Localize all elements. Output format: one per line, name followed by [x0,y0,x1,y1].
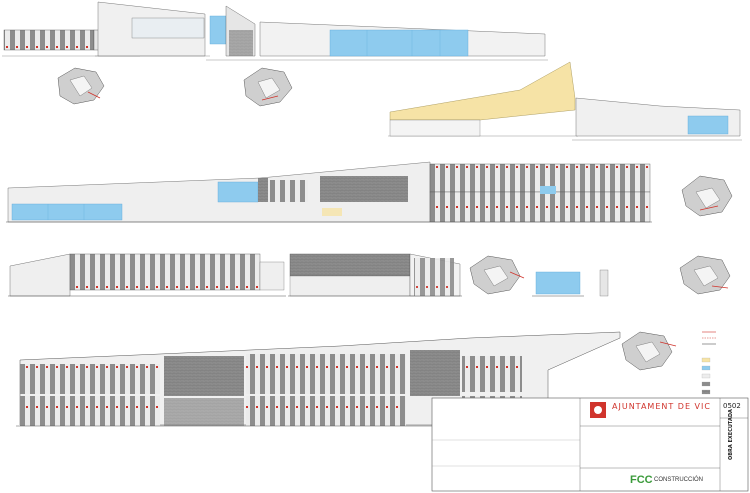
elevation-row-3 [8,253,609,297]
client-name: AJUNTAMENT DE VIC [612,402,711,411]
perspective-key-4 [469,255,525,295]
title-block [431,397,749,492]
drawing-number: 0502 [723,402,741,410]
perspective-key-3 [681,175,733,217]
elevation-row-1 [2,1,548,61]
perspective-key-1 [57,67,105,105]
perspective-key-2 [243,67,293,107]
perspective-key-6 [621,331,677,371]
perspective-key-5 [679,255,731,295]
contractor-brand: FCC [630,474,653,486]
roof-elevation [388,61,742,141]
execution-stamp: OBRA EXECUTADA [728,409,734,460]
elevation-row-4 [16,331,621,427]
legend [701,331,716,395]
contractor-word: CONSTRUCCIÓN [654,477,703,483]
elevation-row-2 [6,161,652,223]
contractor-logo: FCC CONSTRUCCIÓN [630,474,718,490]
